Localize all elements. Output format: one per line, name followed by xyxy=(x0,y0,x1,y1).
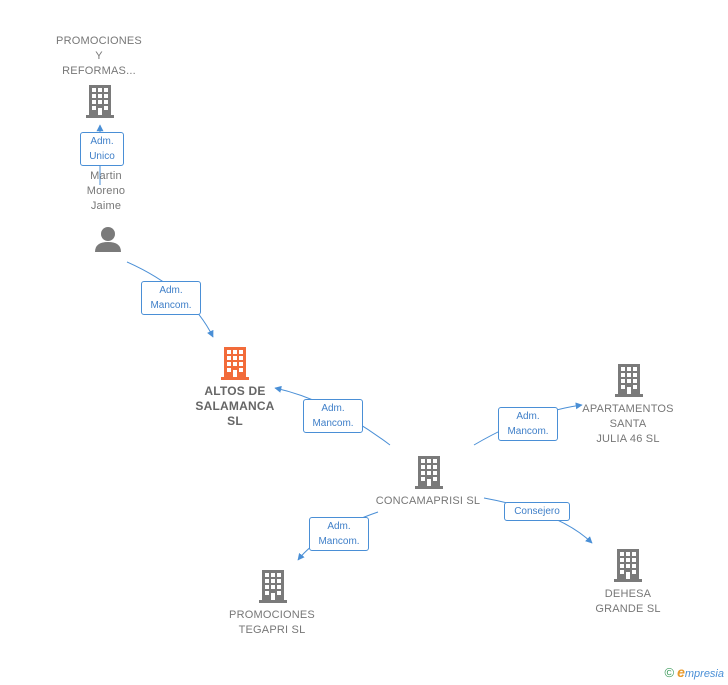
node-martin-moreno[interactable]: Martin Moreno Jaime xyxy=(86,170,126,212)
building-icon[interactable] xyxy=(415,456,443,489)
edge-label-conca-tegapri[interactable]: Adm. Mancom. xyxy=(309,517,369,551)
edge-label-adm-unico[interactable]: Adm. Unico xyxy=(80,132,124,166)
building-icon[interactable] xyxy=(221,347,249,380)
building-icon[interactable] xyxy=(615,364,643,397)
copyright-icon: © xyxy=(664,665,675,680)
node-dehesa-grande[interactable]: DEHESA GRANDE SL xyxy=(595,588,661,615)
brand-initial: e xyxy=(677,664,685,680)
edge-label-conca-apartamentos[interactable]: Adm. Mancom. xyxy=(498,407,558,441)
building-icon[interactable] xyxy=(259,570,287,603)
building-icon[interactable] xyxy=(614,549,642,582)
node-promociones-tegapri[interactable]: PROMOCIONES TEGAPRI SL xyxy=(229,609,315,636)
building-icon[interactable] xyxy=(86,85,114,118)
node-apartamentos-santa[interactable]: APARTAMENTOS SANTA JULIA 46 SL xyxy=(582,403,674,445)
node-concamaprisi[interactable]: CONCAMAPRISI SL xyxy=(375,495,481,507)
edge-label-conca-dehesa[interactable]: Consejero xyxy=(504,502,570,521)
node-promociones-reformas[interactable]: PROMOCIONES Y REFORMAS... xyxy=(56,35,142,77)
edge-label-conca-altos[interactable]: Adm. Mancom. xyxy=(303,399,363,433)
person-icon[interactable] xyxy=(95,227,121,252)
edge-label-martin-altos[interactable]: Adm. Mancom. xyxy=(141,281,201,315)
brand-watermark: ©empresia xyxy=(664,664,724,680)
brand-name: mpresia xyxy=(684,668,724,680)
node-altos-salamanca[interactable]: ALTOS DE SALAMANCA SL xyxy=(195,384,275,428)
